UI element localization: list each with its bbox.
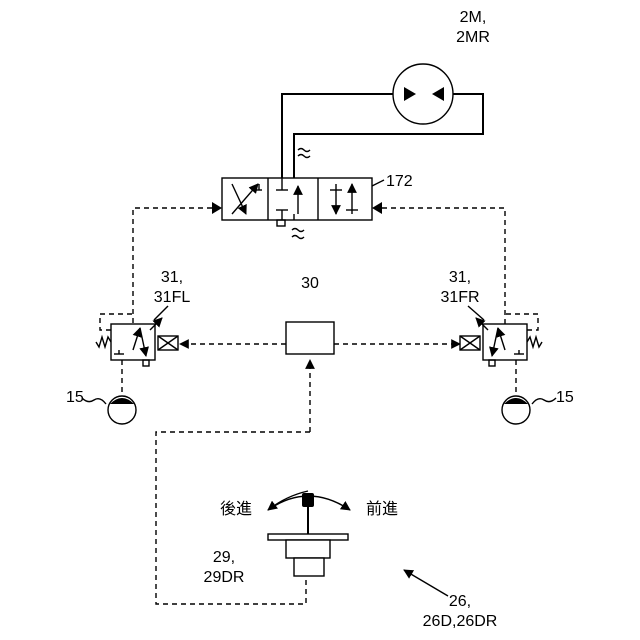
right-valve-label-line2: 31FR (440, 289, 479, 306)
left-valve-leader (154, 306, 168, 320)
valve-leader-line (372, 180, 384, 186)
motor-label-line2: 2MR (456, 29, 490, 46)
left-valve-label-line1: 31, (161, 269, 183, 286)
hydraulic-motor-icon (393, 64, 453, 124)
left-pump-leader (82, 398, 106, 404)
controller-box (286, 322, 334, 354)
operation-lever-icon (268, 491, 350, 576)
left-pump-icon (108, 396, 136, 424)
left-pump-label: 15 (66, 389, 84, 406)
forward-label: 前進 (366, 500, 398, 518)
motor-label-line1: 2M, (460, 9, 487, 26)
lever-label-line2: 29DR (204, 569, 245, 586)
valve-label: 172 (386, 173, 413, 190)
right-pump-label: 15 (556, 389, 574, 406)
right-valve-leader (468, 306, 484, 320)
left-valve-label-line2: 31FL (154, 289, 191, 306)
backward-label: 後進 (220, 500, 252, 518)
system-label-line1: 26, (449, 593, 471, 610)
lever-label-line1: 29, (213, 549, 235, 566)
right-pilot-valve-icon (460, 314, 542, 366)
right-valve-label-line1: 31, (449, 269, 471, 286)
directional-valve-icon (212, 178, 382, 226)
left-pilot-valve-icon (96, 314, 178, 366)
system-label-line2: 26D,26DR (423, 613, 498, 630)
right-pump-leader (532, 398, 556, 404)
controller-label: 30 (301, 275, 319, 292)
system-leader-arrow (404, 570, 448, 596)
pilot-lines (133, 208, 505, 326)
right-pump-icon (502, 396, 530, 424)
